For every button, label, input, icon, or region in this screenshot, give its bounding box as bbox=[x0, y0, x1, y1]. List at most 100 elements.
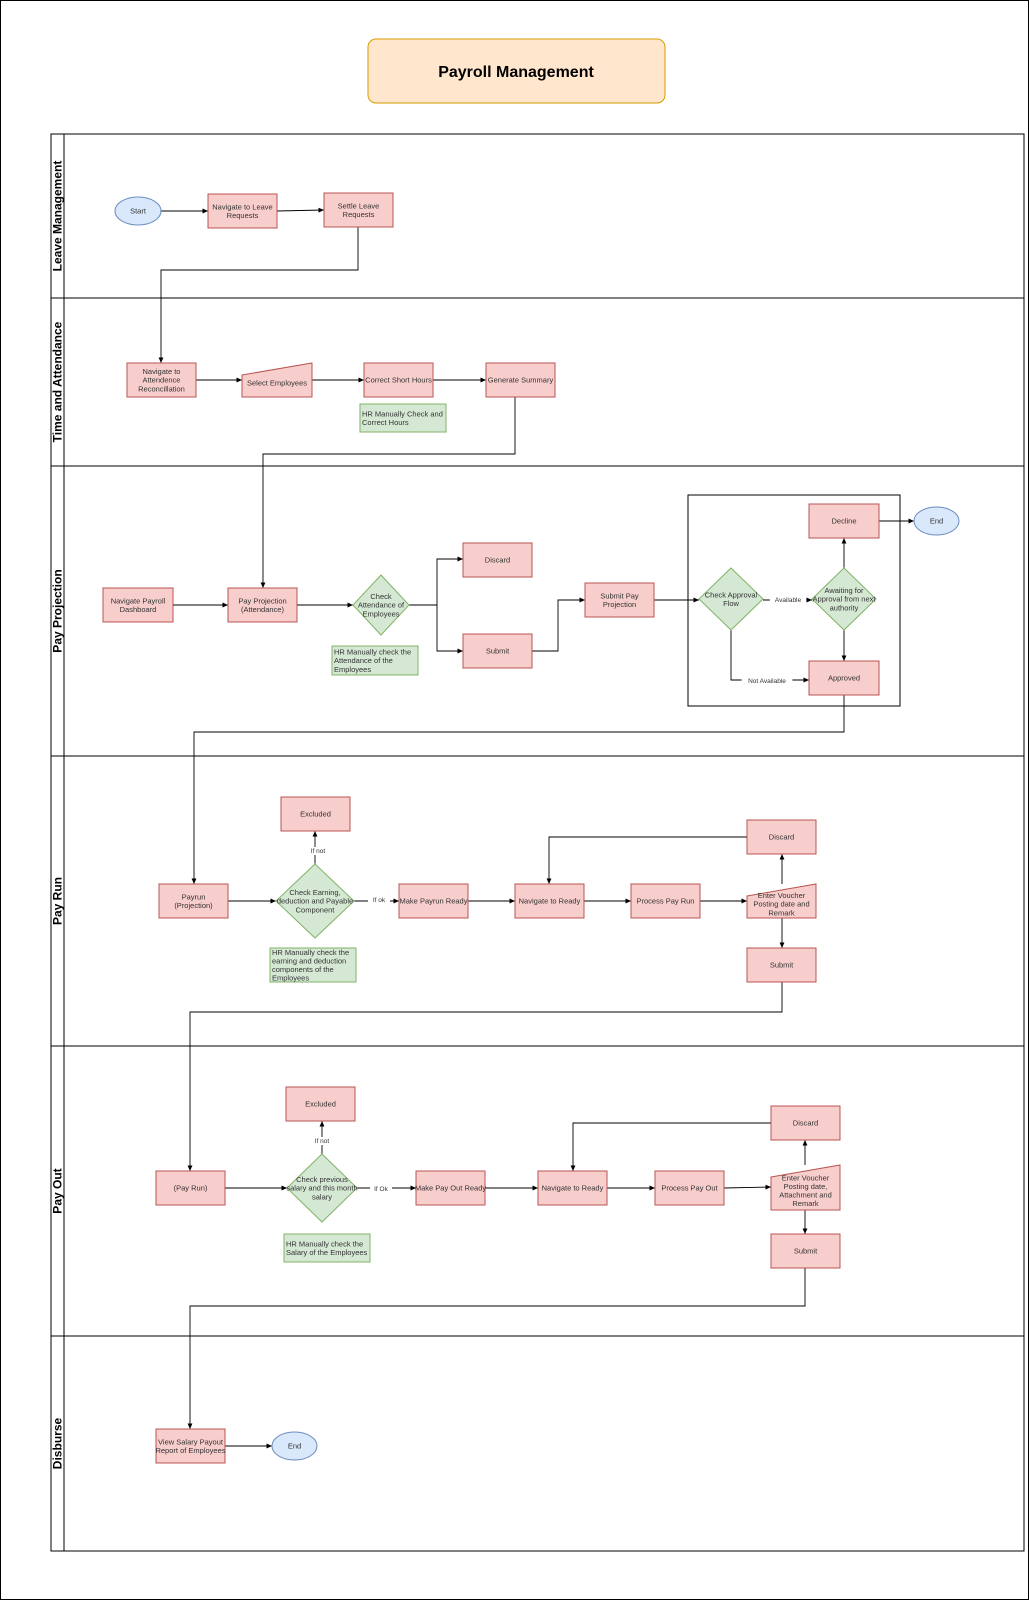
node-label-line: Process Pay Run bbox=[637, 897, 695, 906]
node-label-line: Submit bbox=[770, 961, 794, 970]
node-label-line: Discard bbox=[769, 833, 794, 842]
node-label-line: Process Pay Out bbox=[661, 1184, 718, 1193]
node-label-line: Enter Voucher bbox=[758, 891, 806, 900]
edge-check_salary-to-make_payout: If Ok bbox=[357, 1185, 416, 1193]
node-end1: End bbox=[913, 506, 960, 536]
edge-submit3-to-view_report bbox=[187, 1268, 806, 1429]
node-nav-ready1: Navigate to Ready bbox=[514, 883, 585, 919]
node-label-line: Check Approval bbox=[705, 590, 758, 599]
node-pay-proj: Pay Projection(Attendance) bbox=[227, 587, 298, 623]
edge-check_flow-to-approved: Not Available bbox=[730, 630, 809, 685]
edge-check_earn-to-excluded1: If not bbox=[305, 831, 331, 864]
edge-gen_summary-to-pay_proj bbox=[260, 397, 516, 588]
edge-nav_leave-to-settle_leave bbox=[276, 207, 325, 213]
node-label-line: Remark bbox=[792, 1199, 819, 1208]
node-label-line: Check Earning, bbox=[289, 888, 340, 897]
edge-check_earn-to-make_payrun: If ok bbox=[354, 896, 399, 904]
node-label-line: Discard bbox=[793, 1119, 818, 1128]
node-payrun-proj: Payrun(Projection) bbox=[158, 883, 229, 919]
node-label-line: Correct Hours bbox=[362, 418, 409, 427]
node-process-run: Process Pay Run bbox=[630, 883, 701, 919]
node-label-line: Salary of the Employees bbox=[286, 1248, 368, 1257]
node-label-line: HR Manually check the bbox=[272, 948, 349, 957]
node-discard2: Discard bbox=[746, 819, 817, 855]
node-label-line: End bbox=[930, 517, 943, 526]
node-label-line: Pay Projection bbox=[238, 596, 286, 605]
node-label-line: Make Payrun Ready bbox=[400, 897, 468, 906]
edge-label: If not bbox=[311, 848, 326, 855]
edge-label: If not bbox=[315, 1138, 330, 1145]
lane-label: Leave Management bbox=[51, 161, 65, 272]
node-label-line: Posting date and bbox=[753, 900, 809, 909]
node-nav-ready2: Navigate to Ready bbox=[537, 1170, 608, 1206]
node-label-line: Excluded bbox=[305, 1100, 336, 1109]
edge-check_att-to-discard1 bbox=[409, 556, 463, 606]
node-label-line: Attendence bbox=[143, 376, 181, 385]
lane-label: Pay Run bbox=[51, 877, 65, 925]
node-label-line: deduction and Payable bbox=[277, 897, 353, 906]
node-label-line: Navigate Payroll bbox=[111, 596, 166, 605]
node-label-line: (Pay Run) bbox=[174, 1184, 208, 1193]
edge-check_flow-to-awaiting: Available bbox=[763, 596, 812, 604]
node-label-line: Navigate to Ready bbox=[519, 897, 581, 906]
node-label-line: Employees bbox=[362, 609, 399, 618]
node-label-line: salary and this month bbox=[286, 1184, 357, 1193]
node-approved: Approved bbox=[808, 660, 880, 696]
lane-label: Pay Projection bbox=[51, 569, 65, 652]
edge-approved-to-payrun_proj bbox=[191, 695, 845, 884]
node-label-line: Remark bbox=[768, 908, 795, 917]
node-label-line: Approved bbox=[828, 674, 860, 683]
node-discard3: Discard bbox=[770, 1105, 841, 1141]
node-label-line: Submit Pay bbox=[600, 591, 639, 600]
node-label-line: Settle Leave bbox=[338, 201, 380, 210]
node-submit1: Submit bbox=[462, 633, 533, 669]
node-label-line: HR Manually Check and bbox=[362, 409, 443, 418]
edge-settle_leave-to-nav_att bbox=[158, 227, 359, 363]
node-label-line: earning and deduction bbox=[272, 956, 346, 965]
node-label-line: Submit bbox=[794, 1247, 818, 1256]
node-make-payout: Make Pay Out Ready bbox=[415, 1170, 486, 1206]
edge-submit1-to-submit_proj bbox=[532, 597, 585, 652]
node-payrun-run: (Pay Run) bbox=[155, 1170, 226, 1206]
node-start: Start bbox=[114, 196, 162, 226]
node-label-line: (Attendance) bbox=[241, 605, 284, 614]
lane-label: Disburse bbox=[51, 1418, 65, 1470]
node-label-line: Generate Summary bbox=[488, 376, 554, 385]
edge-discard3-to-nav_ready2 bbox=[570, 1122, 771, 1171]
node-label-line: authority bbox=[830, 603, 859, 612]
edge-label: Not Available bbox=[748, 678, 786, 685]
edge-process_out-to-voucher2 bbox=[723, 1184, 772, 1190]
node-excluded2: Excluded bbox=[285, 1086, 356, 1122]
node-make-payrun: Make Payrun Ready bbox=[398, 883, 469, 919]
node-label-line: Navigate to bbox=[143, 367, 181, 376]
node-label-line: Reconcillation bbox=[138, 384, 185, 393]
edge-label: If ok bbox=[373, 897, 386, 904]
approval-container bbox=[687, 494, 901, 707]
lane-label: Pay Out bbox=[51, 1168, 65, 1213]
page-title: Payroll Management bbox=[438, 64, 594, 81]
node-excluded1: Excluded bbox=[280, 796, 351, 832]
node-label-line: Correct Short Hours bbox=[365, 376, 432, 385]
node-discard1: Discard bbox=[462, 542, 533, 578]
node-label-line: Flow bbox=[723, 599, 739, 608]
node-label-line: Awaiting for bbox=[824, 586, 864, 595]
lane-disburse: Disburse bbox=[50, 1335, 1025, 1552]
edge-label: Available bbox=[775, 597, 802, 604]
node-label-line: Discard bbox=[485, 556, 510, 565]
node-label-line: salary bbox=[312, 1192, 332, 1201]
edge-submit2-to-payrun_run bbox=[187, 982, 783, 1171]
edge-check_att-to-submit1 bbox=[409, 604, 463, 654]
node-label-line: Payrun bbox=[182, 892, 206, 901]
